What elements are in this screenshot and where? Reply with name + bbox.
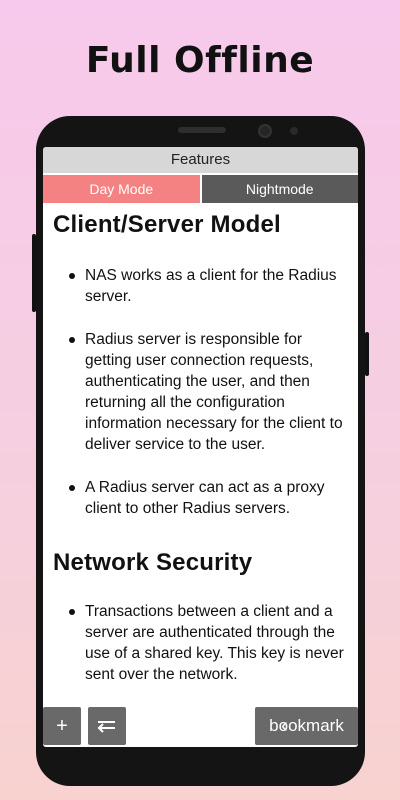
mode-tabs: Day Mode Nightmode <box>43 173 358 203</box>
add-button[interactable]: + <box>43 707 81 745</box>
power-button <box>365 332 369 376</box>
back-arrow-icon: ‹ <box>281 715 288 737</box>
app-screen: Features Day Mode Nightmode Client/Serve… <box>43 147 358 747</box>
volume-button <box>32 234 36 312</box>
proximity-sensor <box>290 127 298 135</box>
article-content: Client/Server Model NAS works as a clien… <box>43 203 358 685</box>
bullet-list: NAS works as a client for the Radius ser… <box>53 265 348 519</box>
front-camera <box>258 124 272 138</box>
section-title: Network Security <box>53 549 253 576</box>
list-item: Transactions between a client and a serv… <box>69 601 348 685</box>
promo-title: Full Offline <box>85 40 315 81</box>
list-item: A Radius server can act as a proxy clien… <box>69 477 348 519</box>
bullet-list: Transactions between a client and a serv… <box>53 601 348 685</box>
speaker-grille <box>178 127 226 133</box>
tab-day-mode[interactable]: Day Mode <box>43 175 202 203</box>
list-item: NAS works as a client for the Radius ser… <box>69 265 348 307</box>
section-title: Client/Server Model <box>53 211 281 238</box>
bookmark-button[interactable]: ‹ bookmark <box>255 707 358 745</box>
phone-frame: Features Day Mode Nightmode Client/Serve… <box>32 116 369 786</box>
return-icon <box>97 721 115 733</box>
bookmark-label: bookmark <box>269 716 344 735</box>
app-header-title: Features <box>43 147 358 173</box>
return-button[interactable] <box>88 707 126 745</box>
list-item: Radius server is responsible for getting… <box>69 329 348 455</box>
tab-night-mode[interactable]: Nightmode <box>201 175 358 203</box>
